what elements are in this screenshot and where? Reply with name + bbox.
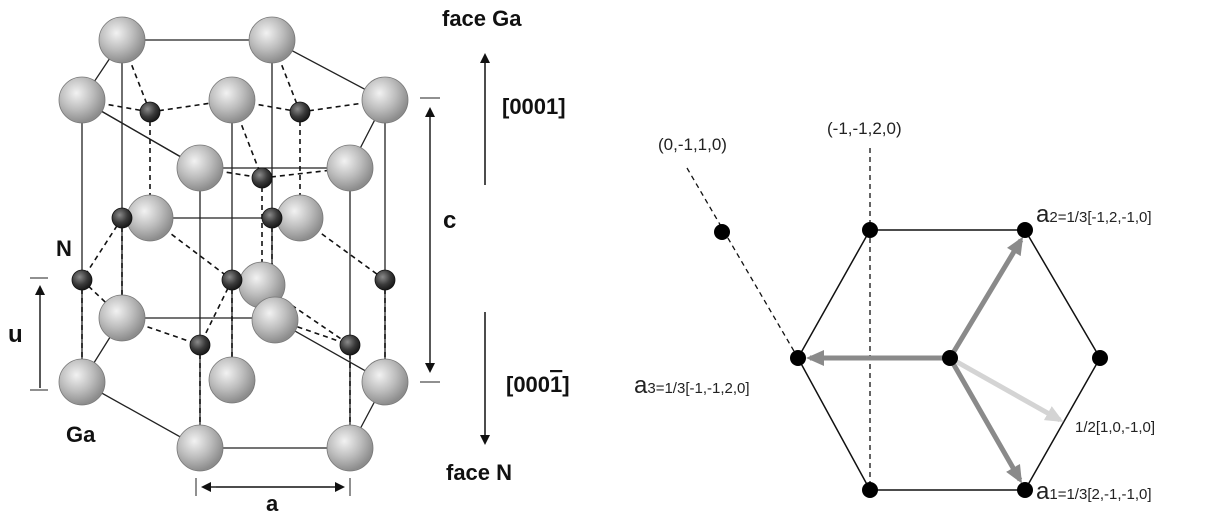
a-label: a: [266, 491, 279, 513]
lattice-node: [1092, 350, 1108, 366]
n-atom: [339, 334, 361, 356]
a2-label: a2=1/3[-1,2,-1,0]: [1036, 201, 1152, 228]
n-atom: [189, 334, 211, 356]
a-dimension: [195, 478, 351, 496]
n-atom: [71, 269, 93, 291]
ga-atom: [326, 424, 374, 472]
u-dimension: [30, 277, 48, 391]
lattice-node: [942, 350, 958, 366]
polarity-panel: face Ga [0001] [0001] face N: [442, 6, 570, 485]
hexagon-panel: (0,-1,1,0) (-1,-1,2,0) a2=1/3[-1,2,-1,0]…: [634, 119, 1155, 505]
face-ga-label: face Ga: [442, 6, 522, 31]
c-dimension: [420, 97, 440, 383]
ga-atom: [58, 76, 106, 124]
n-atom: [374, 269, 396, 291]
direction-line-left: [686, 167, 799, 359]
ga-atom: [361, 76, 409, 124]
c-label: c: [443, 207, 456, 234]
a2-vector: [947, 236, 1024, 360]
n-atom: [111, 207, 133, 229]
n-atom: [251, 167, 273, 189]
ga-atom: [248, 16, 296, 64]
ga-atom: [276, 194, 324, 242]
direction-0001-label: [0001]: [502, 94, 566, 119]
ga-atom: [126, 194, 174, 242]
ga-atom: [208, 356, 256, 404]
lattice-node: [862, 482, 878, 498]
ga-atom: [58, 358, 106, 406]
direction-left-label: (0,-1,1,0): [658, 135, 727, 154]
n-atom: [221, 269, 243, 291]
ga-atom: [176, 424, 224, 472]
lattice-node: [862, 222, 878, 238]
ga-atom: [361, 358, 409, 406]
ga-atom: [98, 16, 146, 64]
lattice-node: [714, 224, 730, 240]
bar-digit: 1: [550, 372, 562, 397]
ga-atoms: [58, 16, 409, 472]
face-n-label: face N: [446, 460, 512, 485]
half-vector: [948, 355, 1064, 423]
ga-atom: [176, 144, 224, 192]
n-atom: [139, 101, 161, 123]
a1-vector: [947, 356, 1023, 484]
direction-000-1bar-label: [0001]: [506, 372, 570, 397]
lattice-node: [1017, 222, 1033, 238]
lattice-node: [790, 350, 806, 366]
n-atom-label: N: [56, 236, 72, 261]
a3-label: a3=1/3[-1,-1,2,0]: [634, 372, 750, 399]
direction-top-label: (-1,-1,2,0): [827, 119, 902, 138]
half-vector-label: 1/2[1,0,-1,0]: [1075, 419, 1155, 436]
n-atoms: [71, 101, 396, 356]
n-atom: [289, 101, 311, 123]
ga-atom: [251, 296, 299, 344]
u-label: u: [8, 321, 23, 348]
ga-atom-label: Ga: [66, 422, 96, 447]
ga-atom: [98, 294, 146, 342]
n-atom: [261, 207, 283, 229]
lattice-node: [1017, 482, 1033, 498]
ga-atom: [326, 144, 374, 192]
wurtzite-cell: N u Ga a c: [8, 16, 456, 513]
a1-label: a1=1/3[2,-1,-1,0]: [1036, 478, 1152, 505]
ga-atom: [208, 76, 256, 124]
